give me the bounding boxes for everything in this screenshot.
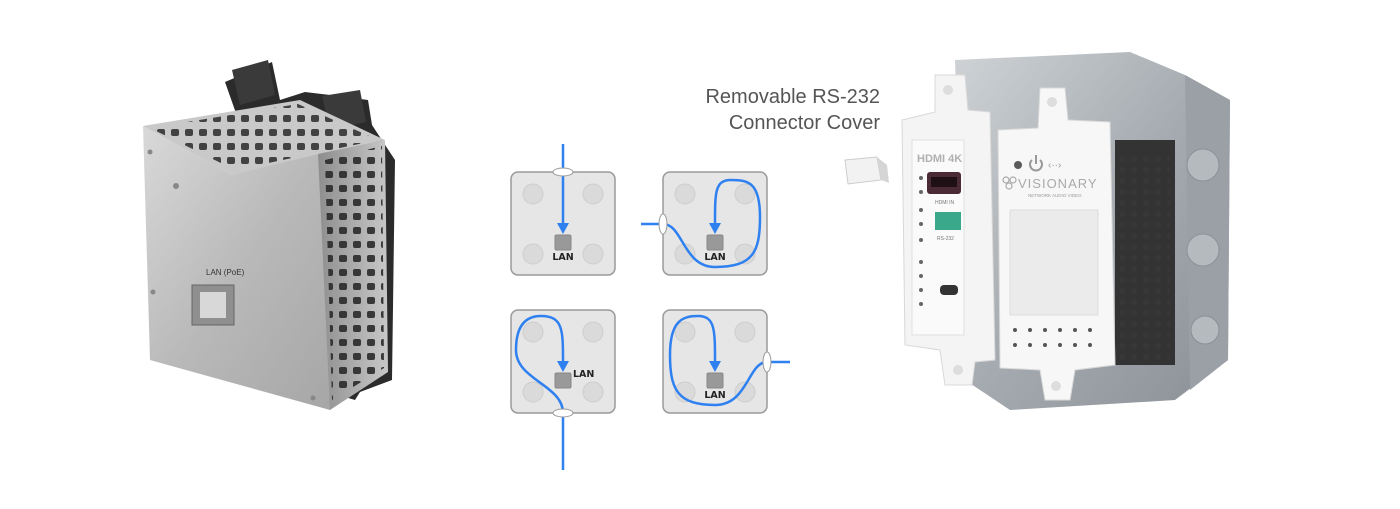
routing-diagram-left: LAN	[641, 171, 768, 276]
caption-line-1: Removable RS-232	[705, 86, 880, 108]
cable-routing-diagrams: LAN LAN LAN LAN	[510, 144, 790, 470]
grommet-icon	[552, 408, 574, 418]
grommet-icon	[658, 213, 668, 235]
lan-port-icon	[554, 234, 572, 251]
grommet-icon	[552, 167, 574, 177]
rs232-label: RS-232	[937, 236, 954, 242]
mounting-boss-icon	[734, 321, 756, 343]
lan-poe-label: LAN (PoE)	[206, 268, 245, 277]
hdmi-in-label: HDMI IN	[935, 200, 955, 206]
mounting-boss-icon	[674, 381, 696, 403]
brand-name: VISIONARY	[1018, 176, 1098, 191]
mounting-boss-icon	[522, 381, 544, 403]
lan-label: LAN	[573, 369, 594, 380]
mounting-boss-icon	[582, 183, 604, 205]
mounting-boss-icon	[734, 243, 756, 265]
arrow-head-icon	[709, 223, 721, 234]
cable-path	[641, 178, 762, 269]
mounting-boss-icon	[582, 381, 604, 403]
network-icon: ‹··›	[1048, 160, 1061, 171]
mounting-boss-icon	[582, 243, 604, 265]
lan-port-icon	[706, 372, 724, 389]
mounting-boss-icon	[674, 183, 696, 205]
mounting-boss-icon	[734, 381, 756, 403]
rs232-connector-cover	[844, 156, 889, 185]
usb-c-port-icon	[940, 285, 958, 295]
lan-label: LAN	[704, 390, 725, 401]
mounting-boss-icon	[582, 321, 604, 343]
hdmi-logo: HDMI 4K	[917, 153, 962, 165]
lan-port-icon	[554, 372, 572, 389]
mounting-boss-icon	[522, 243, 544, 265]
cable-path	[514, 314, 565, 470]
wall-plate-product: HDMI 4K HDMI IN RS-232 ‹··› VISIONARY NE…	[901, 52, 1230, 410]
mounting-boss-icon	[522, 183, 544, 205]
lan-label: LAN	[704, 252, 725, 263]
rs232-terminal-icon	[935, 212, 961, 230]
cable-path	[668, 314, 790, 407]
routing-diagram-right: LAN	[662, 309, 790, 414]
arrow-head-icon	[557, 361, 569, 372]
arrow-head-icon	[557, 223, 569, 234]
power-icon	[1029, 155, 1043, 172]
brand-subtitle: NETWORK AUDIO VIDEO	[1028, 193, 1082, 198]
routing-diagram-bottom: LAN	[510, 309, 616, 470]
mounting-boss-icon	[734, 183, 756, 205]
mounting-boss-icon	[674, 321, 696, 343]
status-led-icon	[1014, 161, 1022, 169]
caption-line-2: Connector Cover	[729, 112, 881, 134]
arrow-head-icon	[709, 361, 721, 372]
lan-label: LAN	[552, 252, 573, 263]
metal-back-box: LAN (PoE)	[143, 60, 395, 410]
lan-port-icon	[706, 234, 724, 251]
brand-logo-icon	[1002, 176, 1017, 190]
grommet-icon	[762, 351, 772, 373]
routing-diagram-top: LAN	[510, 144, 616, 276]
mounting-boss-icon	[522, 321, 544, 343]
